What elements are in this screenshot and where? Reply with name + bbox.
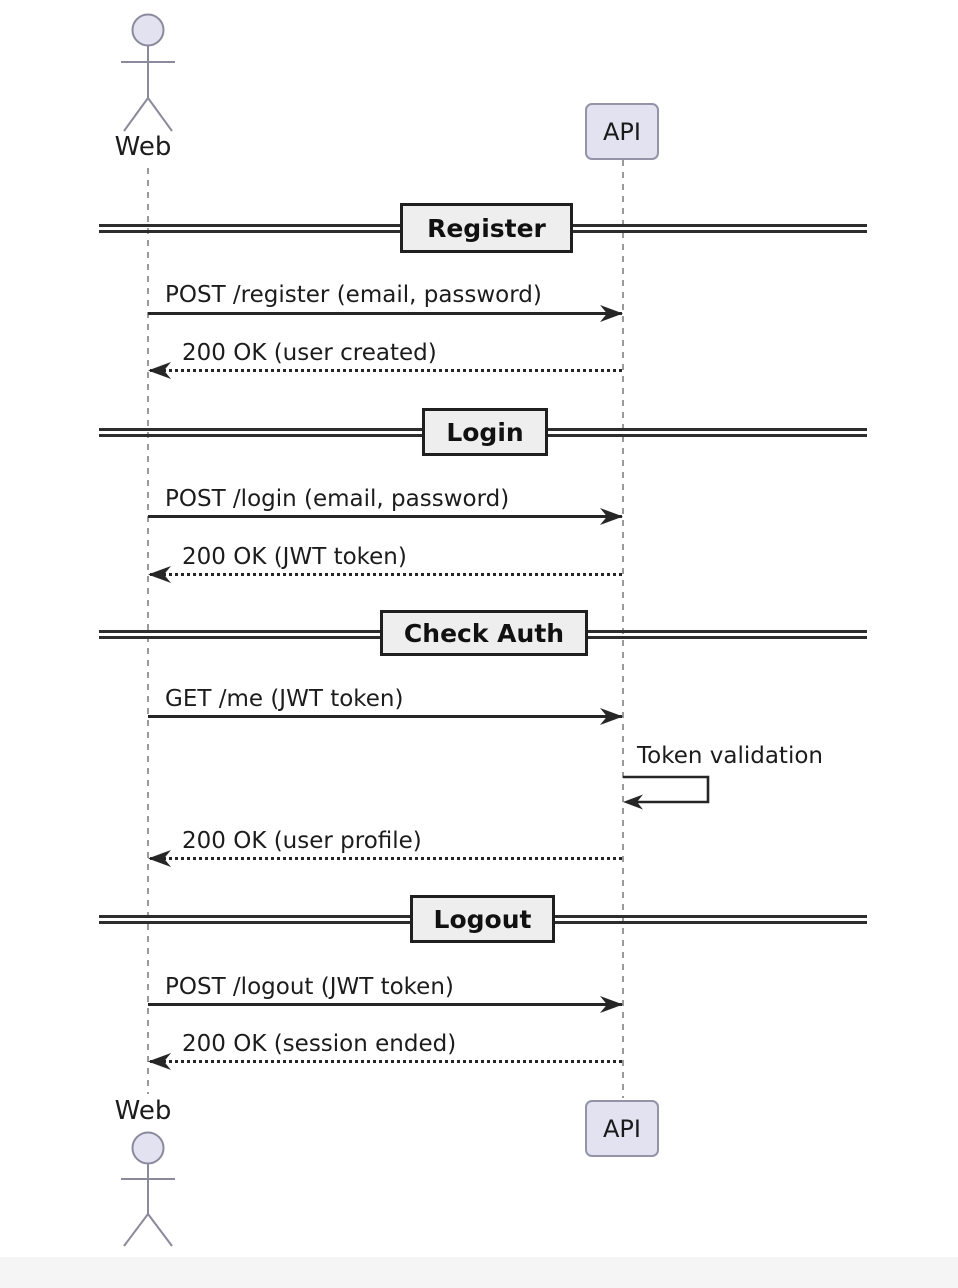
participant-box-api-top: API (585, 103, 659, 160)
divider-title-register: Register (400, 203, 573, 253)
arrowhead-left-icon (148, 362, 171, 379)
arrowhead-right-icon (600, 708, 623, 725)
message-line (148, 312, 622, 315)
arrowhead-right-icon (600, 508, 623, 525)
web-actor-icon-bottom (121, 1131, 175, 1247)
self-message-loop (623, 775, 710, 810)
page-bottom-margin (0, 1257, 958, 1288)
message-label: 200 OK (JWT token) (182, 544, 407, 570)
message-line (148, 715, 622, 718)
participant-box-api-bottom: API (585, 1100, 659, 1157)
divider-title-check-auth: Check Auth (380, 610, 588, 656)
message-label: 200 OK (session ended) (182, 1031, 457, 1057)
message-label: POST /logout (JWT token) (165, 974, 454, 1000)
message-line (148, 515, 622, 518)
message-label: POST /register (email, password) (165, 282, 542, 308)
message-label: POST /login (email, password) (165, 486, 510, 512)
arrowhead-left-icon (148, 850, 171, 867)
message-line (150, 1060, 622, 1063)
lifeline-api (622, 160, 624, 1098)
message-label: 200 OK (user created) (182, 340, 437, 366)
actor-label-web-bottom: Web (114, 1096, 172, 1126)
divider-title-login: Login (422, 408, 548, 456)
message-line (150, 369, 622, 372)
arrowhead-left-icon (148, 1053, 171, 1070)
message-line (150, 857, 622, 860)
web-actor-icon-top (121, 13, 175, 132)
message-line (148, 1003, 622, 1006)
arrowhead-left-icon (148, 566, 171, 583)
message-label: GET /me (JWT token) (165, 686, 404, 712)
message-line (150, 573, 622, 576)
arrowhead-right-icon (600, 996, 623, 1013)
arrowhead-right-icon (600, 305, 623, 322)
self-message-label: Token validation (637, 743, 823, 769)
divider-title-logout: Logout (410, 895, 555, 943)
actor-label-web-top: Web (114, 132, 172, 162)
message-label: 200 OK (user profile) (182, 828, 422, 854)
